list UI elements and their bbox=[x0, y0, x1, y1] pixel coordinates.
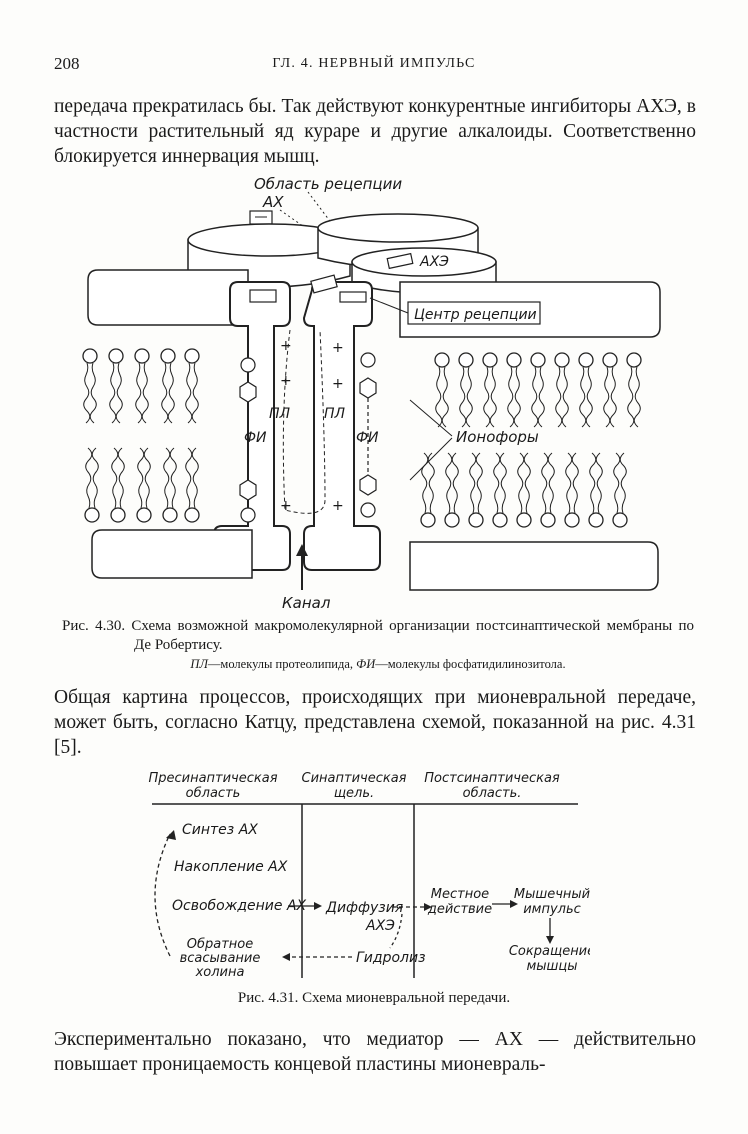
membrane-slab-top-left bbox=[87, 269, 249, 326]
local-action-arrowhead bbox=[510, 900, 518, 908]
channel-arrow-head bbox=[296, 544, 308, 556]
muscle-impulse-label-1: Мышечный bbox=[514, 887, 590, 902]
ache-disc-top bbox=[351, 247, 497, 277]
paragraph-1: передача прекратилась бы. Так действуют … bbox=[54, 96, 696, 167]
recycle-arrow bbox=[154, 833, 171, 957]
local-action-label-1: Местное bbox=[431, 887, 489, 902]
release-arrowhead bbox=[314, 902, 322, 910]
ache-path bbox=[389, 913, 403, 949]
ach-label: АХ bbox=[262, 193, 284, 211]
figure-4-30-caption: Рис. 4.30. Схема возможной макромолекуля… bbox=[62, 618, 694, 653]
contraction-label-2: мышцы bbox=[526, 959, 577, 974]
accumulation-label: Накопление АХ bbox=[174, 859, 288, 875]
recycle-arrowhead bbox=[166, 830, 176, 840]
receptor-center-pointer bbox=[369, 297, 409, 314]
ionophores-pointer bbox=[409, 399, 453, 481]
hydrolysis-arrowhead bbox=[282, 953, 290, 961]
receptor-center-label: Центр рецепции bbox=[414, 307, 537, 323]
svg-text:+: + bbox=[280, 373, 292, 389]
hydrolysis-label: Гидролиз bbox=[356, 950, 426, 966]
pl-label-right: ПЛ bbox=[324, 406, 346, 422]
reuptake-label-1: Обратное bbox=[187, 937, 254, 952]
protein-disc-center-top bbox=[317, 213, 479, 243]
col-cleft-title-1: Синаптическая bbox=[302, 771, 407, 786]
ion-channel-path bbox=[282, 329, 326, 514]
col-presynaptic-title-2: область bbox=[186, 786, 241, 801]
fi-label-right: ФИ bbox=[356, 430, 379, 446]
local-action-label-2: действие bbox=[427, 902, 492, 917]
receptor-box-right bbox=[339, 291, 367, 303]
synthesis-label: Синтез АХ bbox=[182, 822, 258, 838]
receptor-box-middle bbox=[310, 274, 338, 294]
contraction-label-1: Сокращение bbox=[509, 944, 590, 959]
lipid-bilayer-left bbox=[82, 348, 200, 523]
col-cleft-title-2: щель. bbox=[334, 786, 374, 801]
ionophores-label: Ионофоры bbox=[456, 428, 539, 446]
ache-enzyme-label: АХЭ bbox=[365, 918, 395, 934]
svg-text:+: + bbox=[280, 498, 292, 514]
svg-text:+: + bbox=[332, 340, 344, 356]
paragraph-2: Общая картина процессов, происходящих пр… bbox=[54, 687, 696, 758]
svg-text:+: + bbox=[280, 338, 292, 354]
membrane-slab-bottom-left bbox=[91, 529, 253, 579]
membrane-slab-bottom-right bbox=[409, 541, 659, 591]
svg-text:+: + bbox=[332, 498, 344, 514]
reuptake-label-2: всасывание bbox=[180, 951, 261, 966]
page-number: 208 bbox=[54, 54, 80, 73]
muscle-impulse-label-2: импульс bbox=[523, 902, 581, 917]
ache-molecule-icon bbox=[386, 252, 414, 270]
col-postsynaptic-title-2: область. bbox=[463, 786, 522, 801]
channel-protein-right bbox=[302, 281, 381, 571]
svg-text:+: + bbox=[332, 376, 344, 392]
receptor-box-left bbox=[249, 289, 277, 303]
ache-label: АХЭ bbox=[419, 254, 449, 270]
diffusion-arrowhead bbox=[424, 903, 432, 911]
impulse-arrowhead bbox=[546, 936, 554, 944]
channel-protein-left bbox=[213, 281, 291, 571]
fi-label-left: ФИ bbox=[244, 430, 267, 446]
figure-4-31-caption: Рис. 4.31. Схема мионевральной передачи. bbox=[237, 990, 511, 1006]
diffusion-label: Диффузия bbox=[325, 900, 403, 916]
col-presynaptic-title-1: Пресинаптическая bbox=[148, 771, 277, 786]
pl-label-left: ПЛ bbox=[269, 406, 291, 422]
col-postsynaptic-title-1: Постсинаптическая bbox=[424, 771, 560, 786]
charge-marks: + + + + + + bbox=[280, 338, 344, 514]
figure-4-30-membrane-diagram: Область рецепции АХ АХЭ Центр рецепции bbox=[82, 175, 661, 612]
pi-chain-left bbox=[239, 357, 257, 523]
channel-label: Канал bbox=[282, 594, 331, 612]
reuptake-label-3: холина bbox=[195, 965, 245, 980]
release-label: Освобождение АХ bbox=[172, 898, 307, 914]
paragraph-3: Экспериментально показано, что медиатор … bbox=[54, 1029, 696, 1075]
figure-4-30-legend: ПЛ—молекулы протеолипида, ФИ—молекулы фо… bbox=[190, 657, 566, 671]
figure-4-31-transmission-scheme: Пресинаптическая область Синаптическая щ… bbox=[148, 771, 590, 980]
receptor-area-label: Область рецепции bbox=[254, 175, 402, 193]
pi-chain-right bbox=[359, 352, 377, 518]
running-head: ГЛ. 4. НЕРВНЫЙ ИМПУЛЬС bbox=[272, 56, 476, 71]
